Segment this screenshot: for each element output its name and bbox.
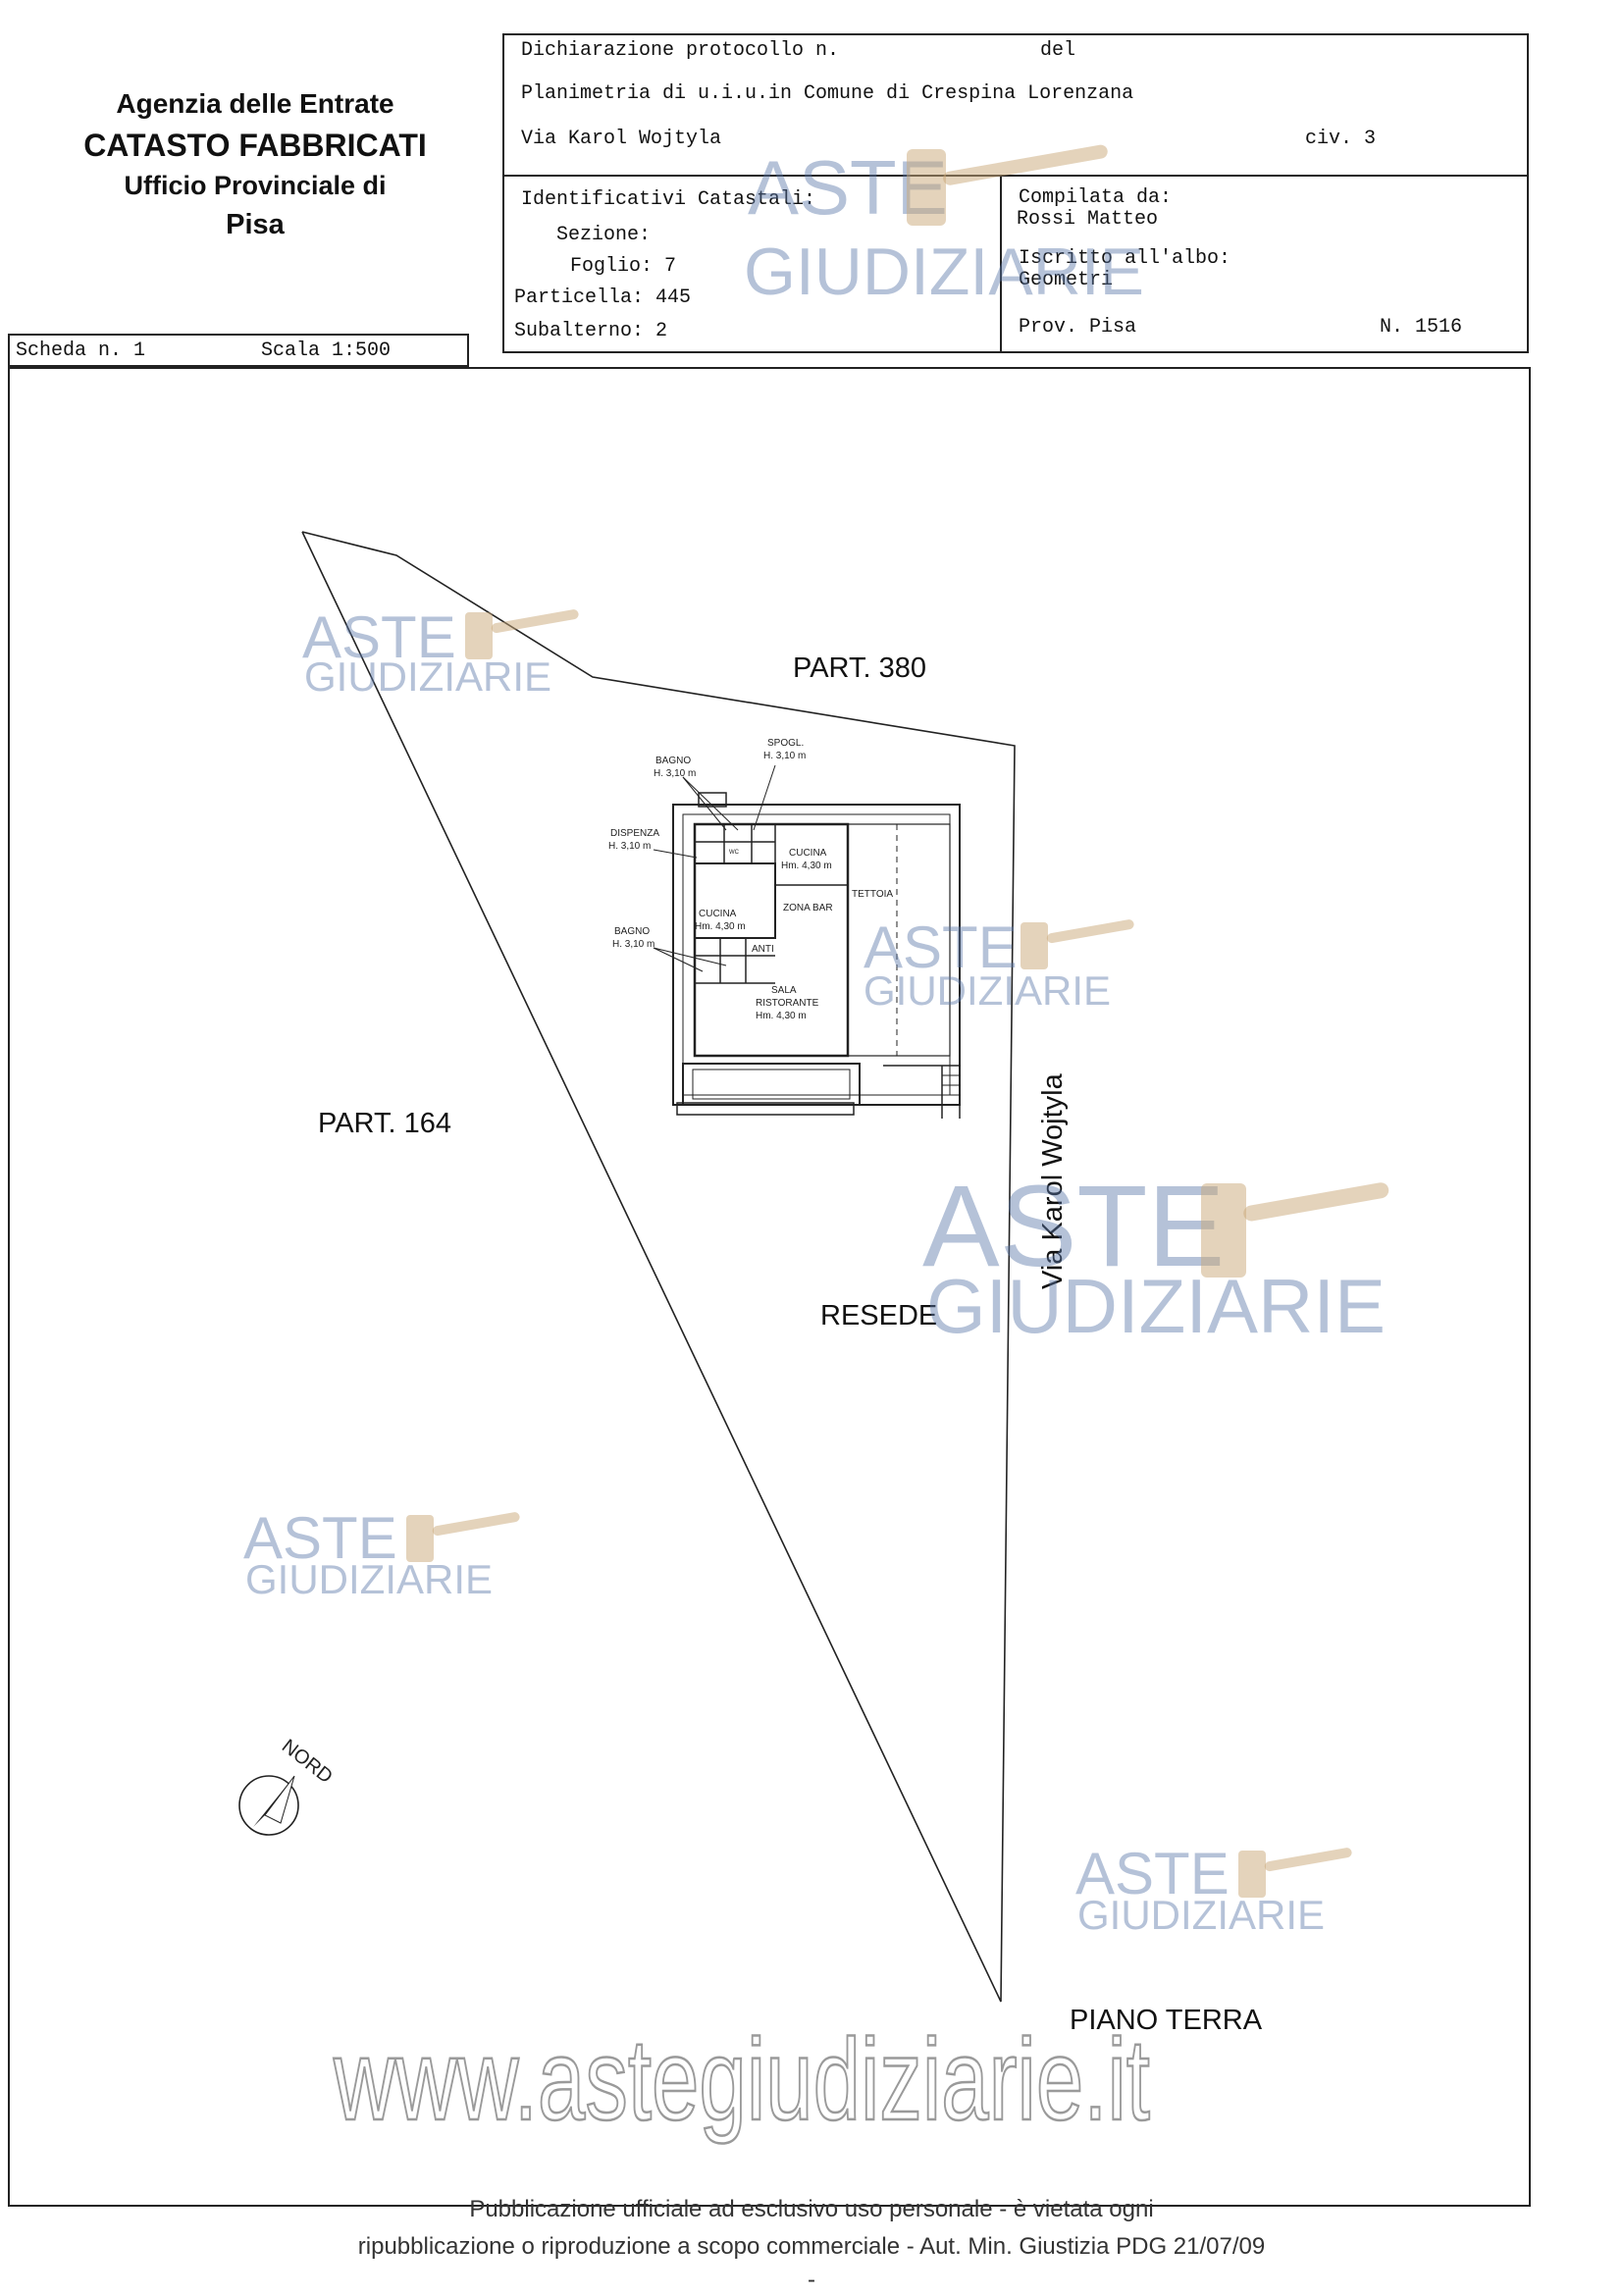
watermark-giudiziarie: GIUDIZIARIE bbox=[926, 1263, 1386, 1349]
gavel-icon bbox=[1201, 1182, 1389, 1278]
provincia: Prov. Pisa bbox=[1019, 316, 1137, 339]
label-part-380: PART. 380 bbox=[793, 652, 926, 684]
header-vertical-divider bbox=[1000, 175, 1002, 353]
del-label: del bbox=[1040, 39, 1076, 62]
iscritto-value: Geometri bbox=[1019, 269, 1114, 291]
footer-line-1: Pubblicazione ufficiale ad esclusivo uso… bbox=[469, 2196, 1154, 2222]
watermark-giudiziarie: GIUDIZIARIE bbox=[1077, 1892, 1325, 1938]
compilata-label: Compilata da: bbox=[1019, 186, 1173, 209]
room-sala-1: SALA bbox=[771, 985, 797, 996]
cadastral-header-box bbox=[502, 33, 1529, 353]
watermark-6: ASTE GIUDIZIARIE bbox=[1075, 1841, 1352, 1938]
label-part-164: PART. 164 bbox=[318, 1108, 451, 1139]
room-cucina-right-h: Hm. 4,30 m bbox=[781, 861, 832, 871]
room-bagno-bottom: BAGNO bbox=[614, 926, 650, 937]
gavel-icon bbox=[907, 144, 1108, 226]
gavel-icon bbox=[406, 1512, 520, 1562]
ufficio-label: Ufficio Provinciale di bbox=[124, 171, 387, 200]
watermark-aste: ASTE bbox=[302, 604, 456, 670]
watermark-5: ASTE GIUDIZIARIE bbox=[243, 1505, 520, 1602]
room-cucina-right: CUCINA bbox=[789, 848, 827, 859]
room-dispenza-h: H. 3,10 m bbox=[608, 841, 651, 852]
label-street: Via Karol Wojtyla bbox=[1037, 1072, 1069, 1289]
room-bagno-top-h: H. 3,10 m bbox=[654, 768, 696, 779]
label-piano-terra: PIANO TERRA bbox=[1070, 2005, 1263, 2036]
foglio: Foglio: 7 bbox=[570, 255, 677, 278]
civic-number: civ. 3 bbox=[1305, 128, 1377, 150]
room-cucina-left-h: Hm. 4,30 m bbox=[695, 921, 746, 932]
watermark-giudiziarie: GIUDIZIARIE bbox=[744, 235, 1144, 309]
room-spogl: SPOGL. bbox=[767, 738, 804, 749]
room-tettoia: TETTOIA bbox=[852, 889, 893, 900]
agency-header: Agenzia delle Entrate CATASTO FABBRICATI… bbox=[29, 84, 481, 245]
address: Via Karol Wojtyla bbox=[521, 128, 722, 150]
plan-frame bbox=[8, 367, 1531, 2207]
building-plan bbox=[653, 764, 961, 1119]
watermark-3: ASTE GIUDIZIARIE bbox=[864, 914, 1134, 1014]
watermark-aste: ASTE bbox=[243, 1505, 397, 1571]
watermark-2: ASTE GIUDIZIARIE bbox=[302, 604, 579, 700]
sezione-label: Sezione: bbox=[556, 224, 652, 246]
planimetria-title: Planimetria di u.i.u.in Comune di Crespi… bbox=[521, 82, 1134, 105]
room-zona-bar: ZONA BAR bbox=[783, 903, 833, 913]
header-divider bbox=[502, 175, 1529, 177]
agency-name: Agenzia delle Entrate bbox=[116, 88, 394, 119]
parcel-outline bbox=[301, 531, 1016, 2003]
watermark-website: www.astegiudiziarie.it bbox=[333, 2014, 1150, 2145]
catasto-title: CATASTO FABBRICATI bbox=[83, 128, 427, 163]
footer-line-3: - bbox=[808, 2267, 815, 2293]
footer-line-2: ripubblicazione o riproduzione a scopo c… bbox=[357, 2233, 1266, 2260]
room-anti: ANTI bbox=[752, 944, 774, 955]
room-spogl-h: H. 3,10 m bbox=[763, 751, 806, 761]
watermark-giudiziarie: GIUDIZIARIE bbox=[864, 967, 1111, 1014]
protocol-label: Dichiarazione protocollo n. bbox=[521, 39, 840, 62]
room-wc: WC bbox=[729, 850, 740, 856]
room-bagno-top: BAGNO bbox=[655, 756, 691, 766]
identificativi-label: Identificativi Catastali: bbox=[521, 188, 816, 211]
particella: Particella: 445 bbox=[514, 287, 692, 309]
compilata-name: Rossi Matteo bbox=[1017, 208, 1159, 231]
subalterno: Subalterno: 2 bbox=[514, 320, 668, 342]
iscritto-label: Iscritto all'albo: bbox=[1019, 247, 1231, 270]
watermark-aste: ASTE bbox=[1075, 1841, 1230, 1906]
label-resede: RESEDE bbox=[820, 1300, 937, 1331]
room-sala-h: Hm. 4,30 m bbox=[756, 1011, 807, 1021]
albo-number: N. 1516 bbox=[1380, 316, 1463, 339]
gavel-icon bbox=[1238, 1848, 1352, 1898]
gavel-icon bbox=[465, 609, 579, 659]
room-sala-2: RISTORANTE bbox=[756, 998, 819, 1009]
scheda-box bbox=[8, 334, 469, 367]
room-cucina-left: CUCINA bbox=[699, 909, 737, 919]
gavel-icon bbox=[1021, 919, 1134, 969]
watermark-aste: ASTE bbox=[922, 1162, 1225, 1291]
room-dispenza: DISPENZA bbox=[610, 828, 659, 839]
watermark-1: ASTE GIUDIZIARIE bbox=[744, 144, 1144, 309]
scheda-number: Scheda n. 1 bbox=[16, 339, 146, 362]
scheda-scale: Scala 1:500 bbox=[261, 339, 392, 362]
room-bagno-bottom-h: H. 3,10 m bbox=[612, 939, 654, 950]
watermark-aste: ASTE bbox=[864, 914, 1018, 980]
watermark-4: ASTE GIUDIZIARIE bbox=[922, 1162, 1389, 1349]
watermark-giudiziarie: GIUDIZIARIE bbox=[245, 1556, 493, 1602]
ufficio-city: Pisa bbox=[226, 209, 285, 240]
room-labels: BAGNO H. 3,10 m SPOGL. H. 3,10 m DISPENZ… bbox=[608, 738, 893, 1021]
watermark-giudiziarie: GIUDIZIARIE bbox=[304, 653, 551, 700]
